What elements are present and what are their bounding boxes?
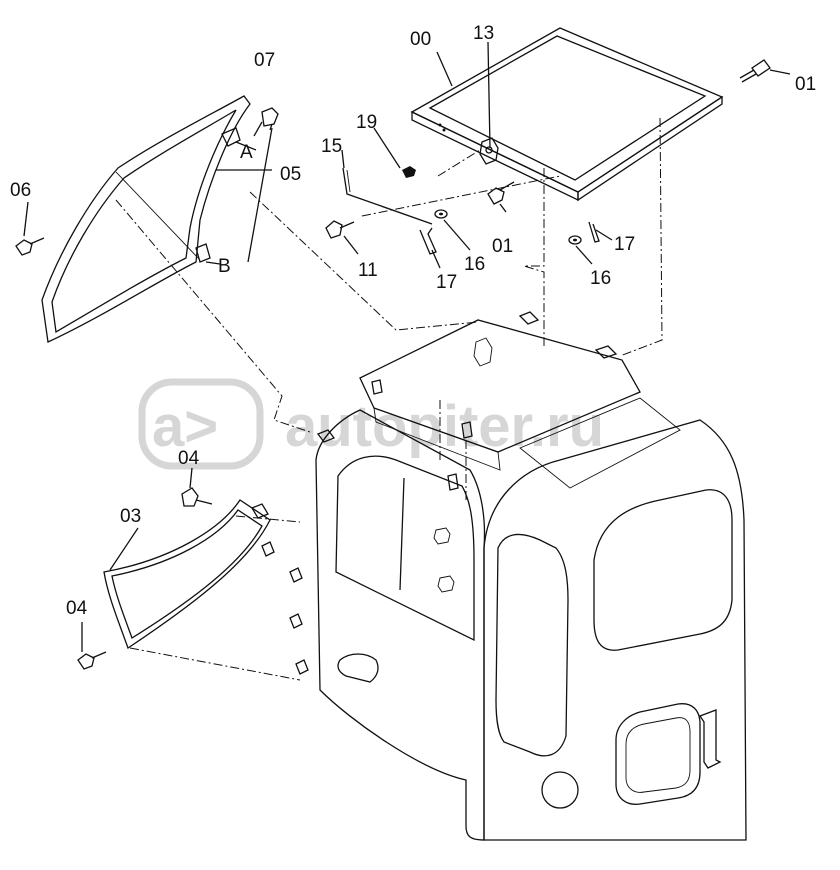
callout-11: 11 [358, 260, 378, 281]
callout-19: 19 [356, 112, 377, 133]
callout-01-mid: 01 [492, 236, 513, 257]
top-guard [410, 27, 724, 202]
callout-16-right: 16 [590, 268, 611, 289]
leader-lines [115, 117, 663, 681]
callout-17-right: 17 [614, 234, 635, 255]
callout-A: A [240, 142, 253, 163]
callout-leaders [23, 41, 791, 652]
bolt-11 [325, 220, 355, 239]
callout-07: 07 [254, 50, 275, 71]
bolt-01-upper [739, 59, 771, 83]
watermark-text: autopiter.ru [285, 394, 604, 459]
callout-06: 06 [10, 180, 31, 201]
callout-labels: 00 13 01 07 19 15 A 05 06 01 17 16 B 11 … [10, 23, 816, 619]
callout-04-lower: 04 [66, 598, 88, 619]
washer-16b [568, 235, 582, 245]
rod-15 [342, 167, 433, 225]
callout-00: 00 [410, 29, 431, 50]
front-guard [103, 499, 275, 650]
bolt-07 [253, 107, 279, 137]
washer-16a [434, 209, 448, 219]
bolt-04-upper [181, 487, 213, 507]
callout-03: 03 [120, 506, 141, 527]
watermark-logo-frame [138, 378, 264, 470]
callout-04-upper: 04 [178, 448, 200, 469]
callout-B: B [218, 256, 231, 277]
bolt-01-mid [487, 181, 515, 205]
side-guard [41, 95, 251, 343]
bolt-04-lower [77, 651, 107, 670]
callout-15: 15 [321, 136, 342, 157]
watermark: a> autopiter.ru [138, 378, 604, 470]
clip-17a [419, 227, 437, 255]
callout-16-left: 16 [464, 254, 485, 275]
nut-19 [402, 166, 416, 178]
callout-13: 13 [473, 23, 494, 44]
watermark-logo: a> [152, 394, 218, 459]
bolt-06 [15, 237, 45, 256]
bracket-13 [479, 137, 499, 165]
callout-01-upper: 01 [795, 74, 816, 95]
callout-17-left: 17 [436, 272, 457, 293]
clip-17b [588, 221, 600, 243]
operator-cab [289, 311, 747, 841]
callout-05: 05 [280, 164, 301, 185]
